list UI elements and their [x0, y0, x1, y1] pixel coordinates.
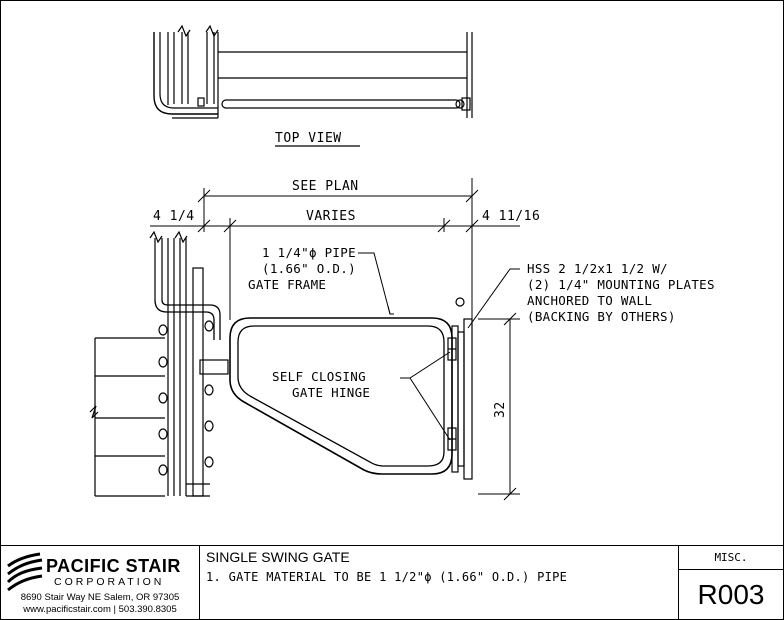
company-name: PACIFIC STAIR: [46, 556, 181, 576]
company-corporation: CORPORATION: [54, 576, 165, 588]
dim-varies: VARIES: [306, 209, 356, 224]
leader-lines: [358, 252, 520, 441]
elevation-view: [89, 230, 473, 497]
dim-left: 4 1/4: [153, 209, 195, 224]
dim-see-plan: SEE PLAN: [292, 179, 359, 194]
company-contact: www.pacificstair.com | 503.390.8305: [23, 604, 177, 615]
top-view: [153, 24, 473, 119]
material-note: 1. GATE MATERIAL TO BE 1 1/2"ϕ (1.66" O.…: [206, 570, 568, 584]
company-logo-block: PACIFIC STAIR CORPORATION 8690 Stair Way…: [0, 546, 200, 620]
drawing-id-block: MISC. R003: [678, 546, 784, 620]
company-address: 8690 Stair Way NE Salem, OR 97305: [20, 592, 180, 603]
dim-height: 32: [493, 401, 508, 418]
pacific-stair-logo-icon: [6, 552, 43, 592]
drawing-category: MISC.: [679, 546, 783, 570]
note-hinge: SELF CLOSING GATE HINGE: [272, 369, 374, 400]
cad-drawing: TOP VIEW SEE PLAN 4 1/4 VARIES 4 11/16 3…: [89, 24, 723, 501]
dim-right: 4 11/16: [482, 209, 540, 224]
note-hss: HSS 2 1/2x1 1/2 W/ (2) 1/4" MOUNTING PLA…: [527, 261, 723, 324]
dimension-lines: [150, 178, 520, 501]
drawing-title: SINGLE SWING GATE: [206, 549, 350, 565]
title-block: PACIFIC STAIR CORPORATION 8690 Stair Way…: [0, 545, 784, 620]
drawing-number: R003: [697, 579, 765, 610]
top-view-label: TOP VIEW: [275, 131, 342, 146]
note-pipe: 1 1/4"ϕ PIPE (1.66" O.D.) GATE FRAME: [248, 245, 364, 292]
